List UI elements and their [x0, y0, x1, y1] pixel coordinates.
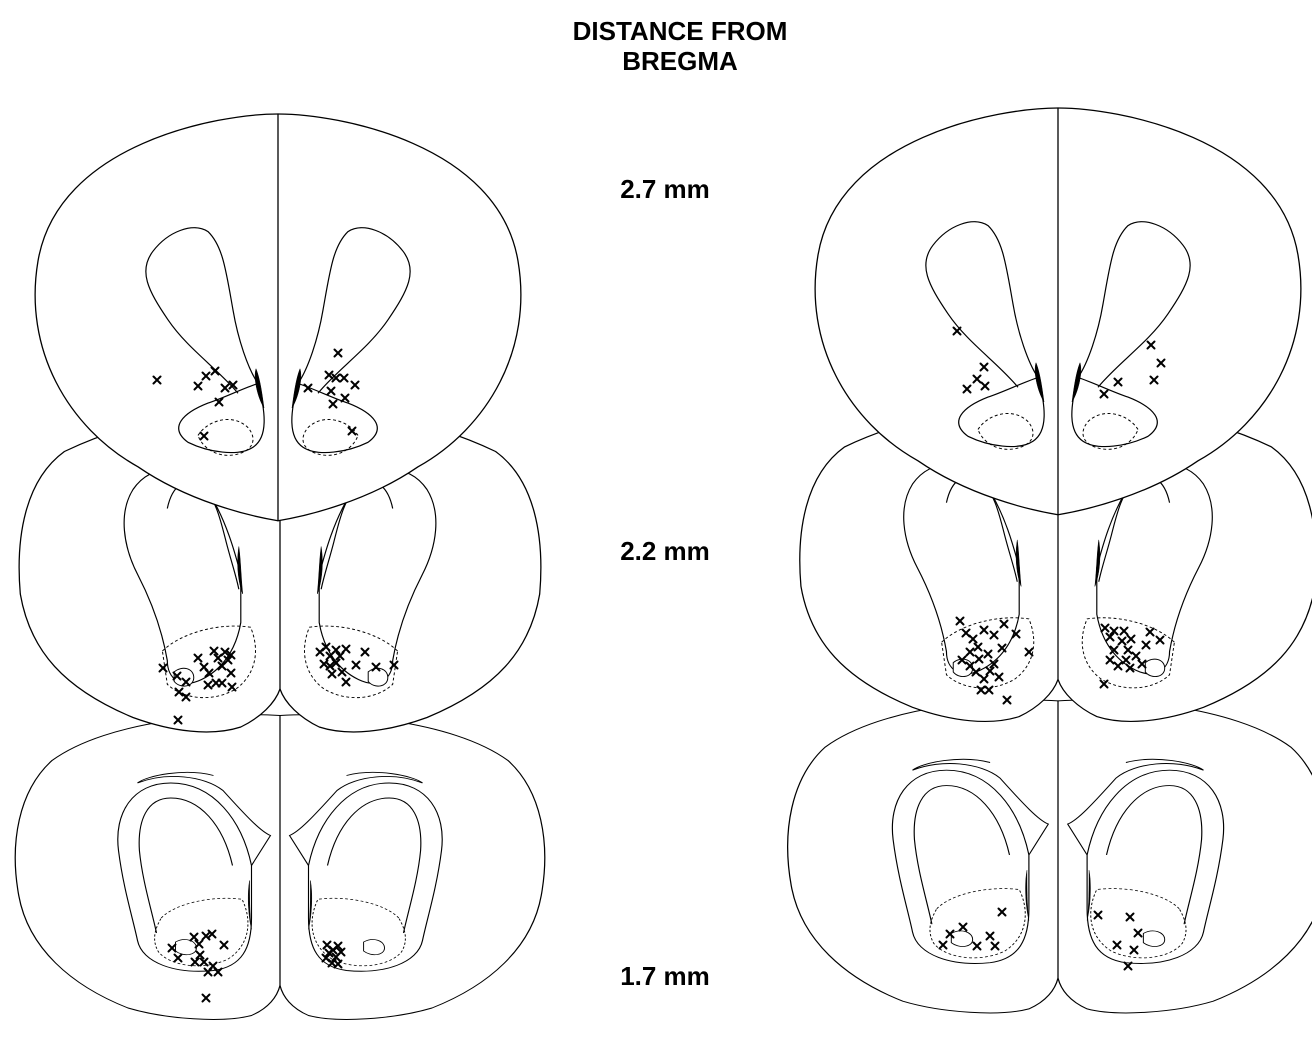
- level-label-2-7: 2.7 mm: [620, 174, 710, 204]
- figure-title-line1: DISTANCE FROM: [573, 16, 788, 46]
- right-section-1-7: [788, 700, 1312, 1013]
- figure-title-line2: BREGMA: [622, 46, 738, 76]
- level-label-1-7: 1.7 mm: [620, 961, 710, 991]
- left-section-1-7: [15, 715, 544, 1020]
- level-label-2-2: 2.2 mm: [620, 536, 710, 566]
